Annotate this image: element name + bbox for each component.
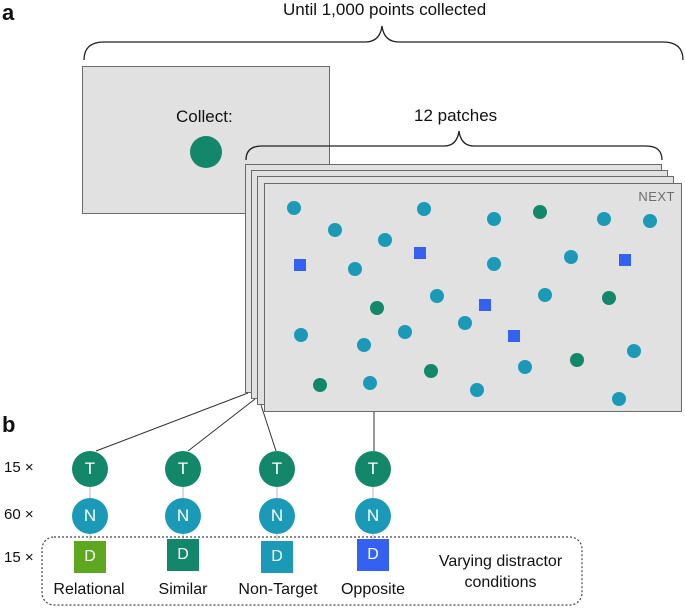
condition-label-similar: Similar [158,581,208,598]
collect-target-dot [190,136,222,168]
neutral-node-relational: N [72,498,108,534]
distractor-square-relational: D [74,541,106,573]
patch-neutral-dot [612,392,626,406]
patch-neutral-dot [487,257,501,271]
patch-neutral-dot [287,201,301,215]
patch-neutral-dot [518,360,532,374]
distractor-square-opposite: D [357,539,389,571]
patch-neutral-dot [294,328,308,342]
distractor-square-non-target: D [261,541,293,573]
condition-label-opposite: Opposite [340,581,406,598]
points-brace [83,25,684,61]
points-brace-label: Until 1,000 points collected [283,0,487,19]
patch-target-dot [570,353,584,367]
line-relational [95,392,249,452]
patch-neutral-dot [328,223,342,237]
line-similar [187,398,256,452]
patch-distractor-square [479,299,491,311]
distractor-conditions-box [41,536,583,606]
neutral-node-non-target: N [259,498,295,534]
panel-b-letter: b [2,412,16,437]
neutral-multiplier: 60 × [4,506,34,523]
patch-neutral-dot [348,262,362,276]
next-label[interactable]: NEXT [638,189,675,204]
patch-distractor-square [414,247,426,259]
panel-a-letter: a [2,0,15,25]
patch-neutral-dot [487,212,501,226]
patch-target-dot [533,205,547,219]
patch-neutral-dot [398,325,412,339]
target-node-relational: T [72,451,108,487]
patch-distractor-square [294,259,306,271]
patch-neutral-dot [597,212,611,226]
collect-label: Collect: [176,107,233,126]
patch-neutral-dot [564,250,578,264]
target-node-non-target: T [259,451,295,487]
patch-target-dot [602,291,616,305]
patch-target-dot [313,378,327,392]
patch-neutral-dot [643,214,657,228]
patch-neutral-dot [378,233,392,247]
patch-neutral-dot [430,289,444,303]
patch-neutral-dot [458,316,472,330]
condition-label-non-target: Non-Target [238,581,318,598]
patch-target-dot [370,301,384,315]
neutral-node-similar: N [165,498,201,534]
patch-distractor-square [619,254,631,266]
line-non-target [260,404,277,452]
patches-brace-label: 12 patches [414,106,498,125]
distractor-square-similar: D [167,539,199,571]
patch-neutral-dot [470,383,484,397]
patch-neutral-dot [538,288,552,302]
patch-neutral-dot [417,202,431,216]
patches-brace [245,130,663,161]
patch-distractor-square [508,330,520,342]
patch-neutral-dot [363,376,377,390]
patch-neutral-dot [627,344,641,358]
target-node-similar: T [165,451,201,487]
target-multiplier: 15 × [4,459,34,476]
varying-distractor-label: Varying distractor conditions [438,553,563,591]
distractor-multiplier: 15 × [4,549,34,566]
condition-label-relational: Relational [53,581,125,598]
neutral-node-opposite: N [355,498,391,534]
patch-target-dot [424,364,438,378]
patch-neutral-dot [357,338,371,352]
target-node-opposite: T [355,451,391,487]
